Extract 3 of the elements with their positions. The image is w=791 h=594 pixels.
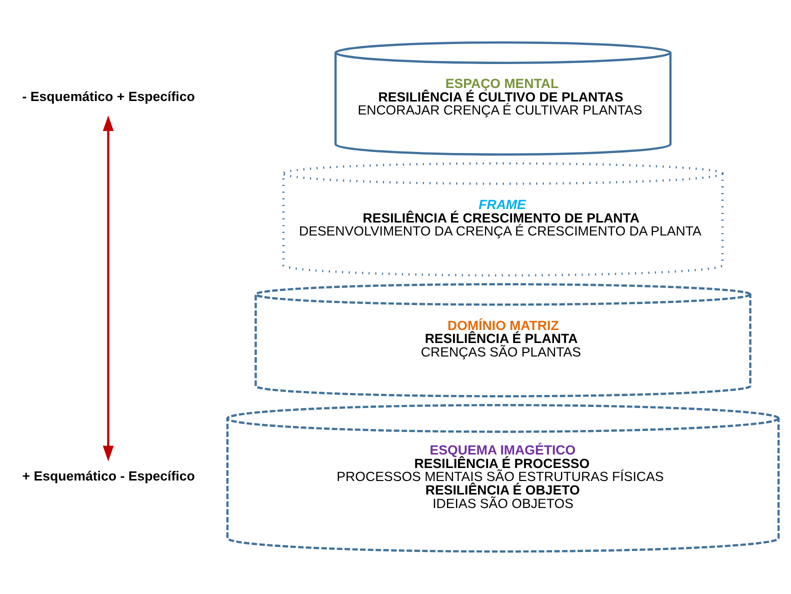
node-text: - Esquemático + Específico <box>22 88 194 104</box>
node-text: + Esquemático - Específico <box>22 468 194 484</box>
arrow <box>102 116 114 462</box>
